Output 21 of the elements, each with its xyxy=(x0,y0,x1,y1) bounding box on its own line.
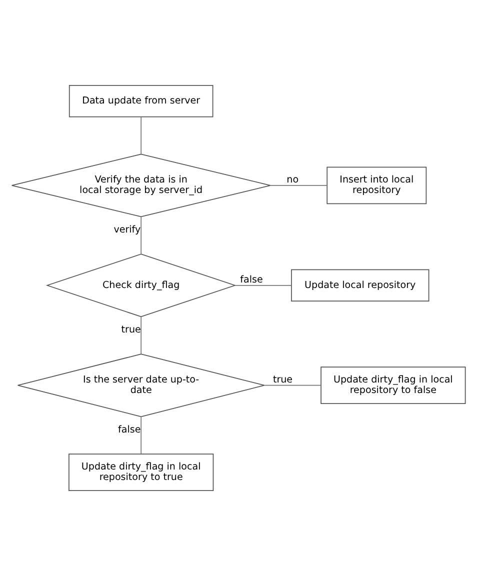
node-box: Update dirty_flag in local repository to true xyxy=(68,454,214,491)
connector xyxy=(140,416,142,454)
connector xyxy=(140,116,142,154)
connector xyxy=(270,185,328,186)
node-box: Data update from server xyxy=(68,85,214,118)
connector xyxy=(264,384,322,386)
edge-label: false xyxy=(240,274,263,286)
node-diamond: Check dirty_flag xyxy=(46,254,236,318)
edge-label: true xyxy=(121,324,141,336)
connector xyxy=(140,216,142,254)
node-diamond: Is the server date up-to-date xyxy=(17,354,265,418)
node-box: Insert into local repository xyxy=(326,166,427,204)
edge-label: true xyxy=(272,374,293,386)
edge-label: verify xyxy=(114,224,141,236)
connector xyxy=(234,284,292,286)
edge-label: false xyxy=(118,424,141,436)
edge-label: no xyxy=(286,174,299,186)
node-box: Update dirty_flag in local repository to false xyxy=(320,366,466,404)
node-box: Update local repository xyxy=(291,269,430,302)
node-diamond: Verify the data is in local storage by server_id xyxy=(11,154,271,218)
connector xyxy=(140,316,142,354)
